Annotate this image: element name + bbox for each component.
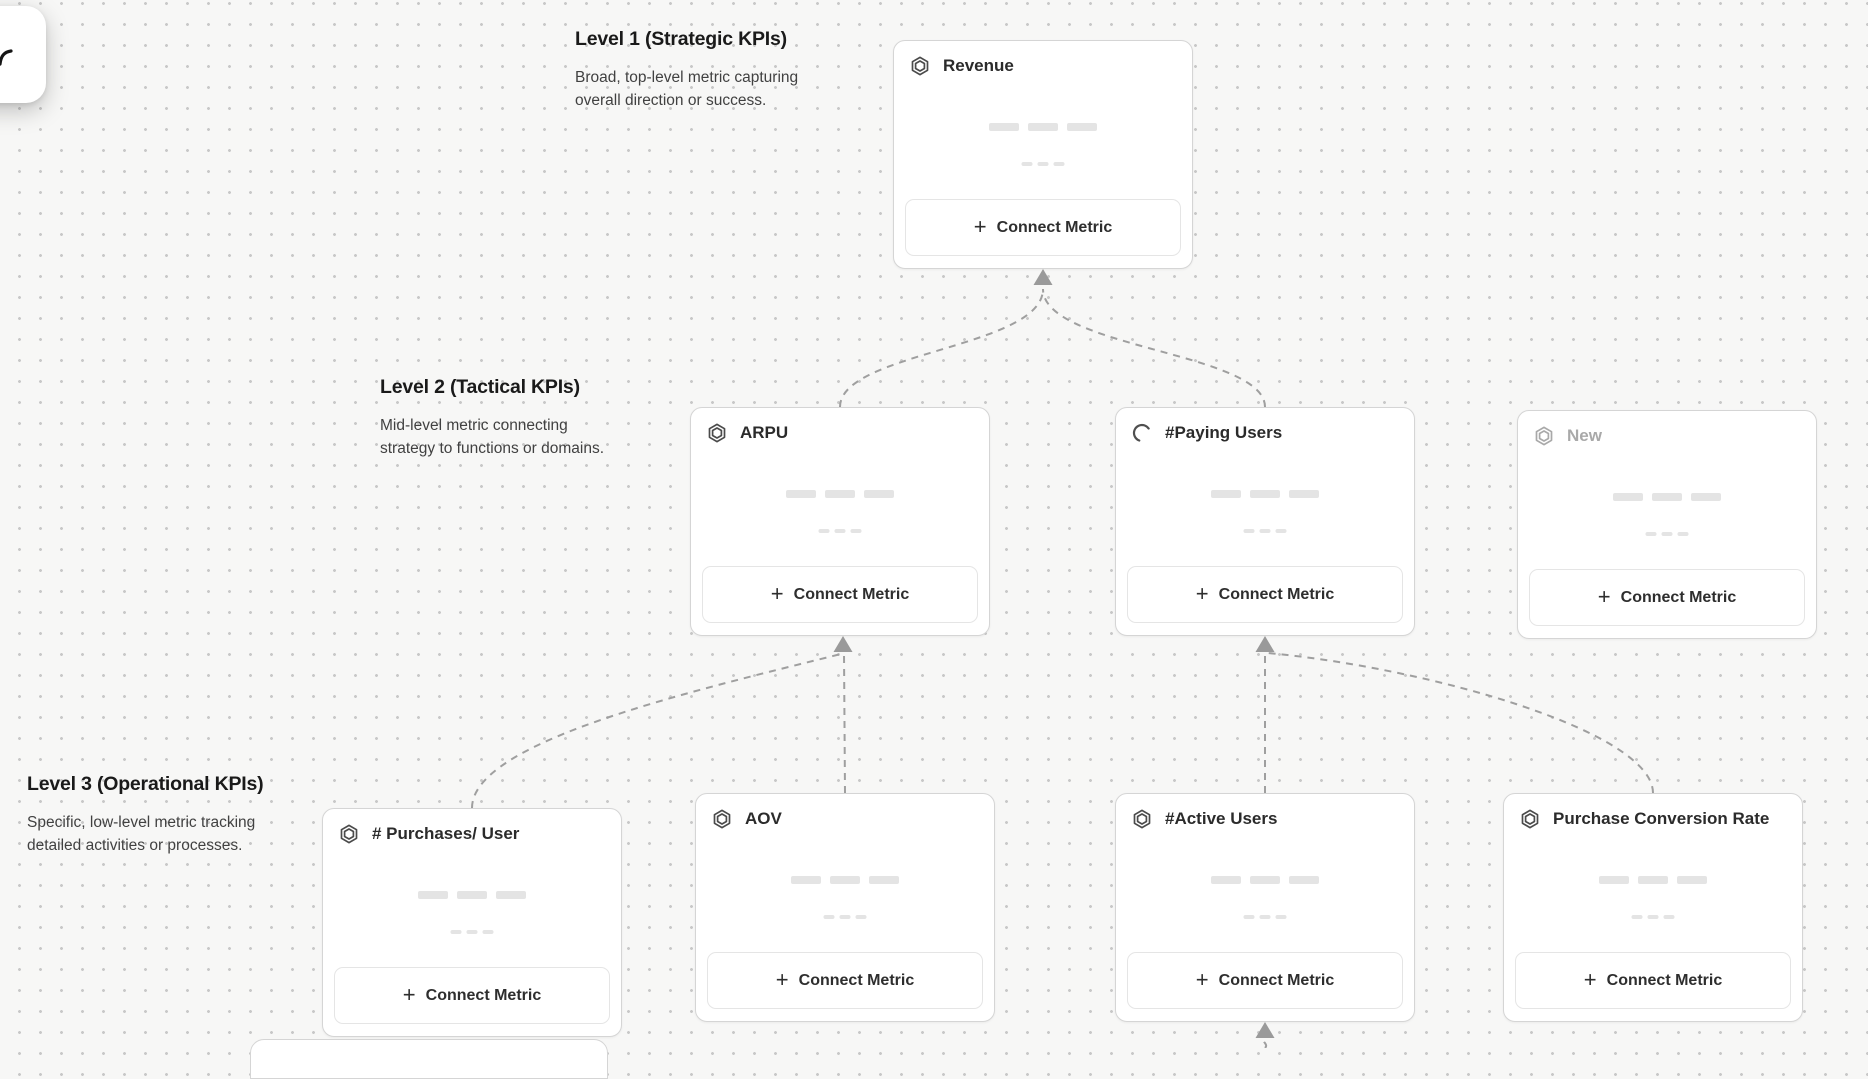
- plus-icon: +: [1195, 580, 1209, 606]
- connector-arpu-to-revenue: [839, 288, 1044, 408]
- skeleton-value-bars: [1211, 490, 1319, 498]
- level-3-label-block: Level 3 (Operational KPIs) Specific, low…: [27, 773, 285, 857]
- hexagon-metric-icon: [1534, 426, 1554, 446]
- hexagon-metric-icon: [1520, 809, 1540, 829]
- arrowhead-up-revenue: [1033, 269, 1053, 285]
- level-2-title: Level 2 (Tactical KPIs): [380, 376, 580, 398]
- skeleton-value-bars: [418, 891, 526, 899]
- skeleton-trend-dashes: [1631, 915, 1675, 919]
- metric-card-title: #Paying Users: [1165, 423, 1283, 442]
- skeleton-trend-dashes: [450, 930, 494, 934]
- metric-card-header: ARPU: [707, 423, 788, 443]
- skeleton-trend-dashes: [818, 529, 862, 533]
- connector-aov-to-arpu: [843, 652, 846, 794]
- connect-metric-button[interactable]: + Connect Metric: [1127, 566, 1403, 623]
- level-2-description: Mid-level metric connecting strategy to …: [380, 417, 605, 457]
- skeleton-trend-dashes: [823, 915, 867, 919]
- skeleton-trend-dashes: [1021, 162, 1065, 166]
- floating-toolbar-panel[interactable]: [0, 6, 46, 103]
- loading-spinner-icon: [1132, 423, 1152, 443]
- metric-card-revenue[interactable]: Revenue + Connect Metric: [893, 40, 1193, 269]
- plus-icon: +: [1583, 966, 1597, 992]
- metric-card-active-users[interactable]: #Active Users + Connect Metric: [1115, 793, 1415, 1022]
- plus-icon: +: [1597, 583, 1611, 609]
- metric-card-purchase-conversion-rate[interactable]: Purchase Conversion Rate + Connect Metri…: [1503, 793, 1803, 1022]
- skeleton-value-bars: [989, 123, 1097, 131]
- skeleton-trend-dashes: [1645, 532, 1689, 536]
- hexagon-metric-icon: [339, 824, 359, 844]
- connect-metric-button[interactable]: + Connect Metric: [1515, 952, 1791, 1009]
- connector-pcr-to-paying-users: [1267, 652, 1654, 794]
- connector-purchases-to-arpu: [471, 653, 842, 809]
- skeleton-value-bars: [1211, 876, 1319, 884]
- metric-card-title: AOV: [745, 809, 782, 828]
- skeleton-value-bars: [786, 490, 894, 498]
- skeleton-value-bars: [1613, 493, 1721, 501]
- skeleton-value-bars: [1599, 876, 1707, 884]
- metric-card-title: New: [1567, 426, 1602, 445]
- metric-card-new[interactable]: New + Connect Metric: [1517, 410, 1817, 639]
- connect-metric-button[interactable]: + Connect Metric: [707, 952, 983, 1009]
- plus-icon: +: [1195, 966, 1209, 992]
- level-3-description: Specific, low-level metric tracking deta…: [27, 814, 256, 854]
- metric-card-title: Purchase Conversion Rate: [1553, 809, 1770, 828]
- arrowhead-up-paying-users: [1255, 636, 1275, 652]
- plus-icon: +: [973, 213, 987, 239]
- plus-icon: +: [775, 966, 789, 992]
- metric-card-purchases-per-user[interactable]: # Purchases/ User + Connect Metric: [322, 808, 622, 1037]
- level-2-label-block: Level 2 (Tactical KPIs) Mid-level metric…: [380, 376, 623, 460]
- metric-card-paying-users[interactable]: #Paying Users + Connect Metric: [1115, 407, 1415, 636]
- metric-card-header: #Paying Users: [1132, 423, 1282, 443]
- partial-metric-card[interactable]: [250, 1039, 608, 1079]
- skeleton-trend-dashes: [1243, 915, 1287, 919]
- connect-metric-button[interactable]: + Connect Metric: [905, 199, 1181, 256]
- level-3-title: Level 3 (Operational KPIs): [27, 773, 264, 795]
- hexagon-metric-icon: [707, 423, 727, 443]
- connector-offscreen-to-active-users: [1262, 1038, 1268, 1048]
- connect-metric-button[interactable]: + Connect Metric: [1127, 952, 1403, 1009]
- metric-card-title: # Purchases/ User: [372, 824, 520, 843]
- metric-card-title: ARPU: [740, 423, 789, 442]
- connector-paying-users-to-revenue: [1042, 288, 1266, 408]
- connect-metric-button[interactable]: + Connect Metric: [1529, 569, 1805, 626]
- plus-icon: +: [402, 981, 416, 1007]
- arrowhead-up-active-users: [1255, 1022, 1275, 1038]
- metric-card-header: AOV: [712, 809, 782, 829]
- plus-icon: +: [770, 580, 784, 606]
- hexagon-metric-icon: [910, 56, 930, 76]
- connect-metric-button[interactable]: + Connect Metric: [334, 967, 610, 1024]
- metric-card-header: #Active Users: [1132, 809, 1277, 829]
- level-1-title: Level 1 (Strategic KPIs): [575, 28, 787, 50]
- metric-card-header: # Purchases/ User: [339, 824, 519, 844]
- connect-metric-button[interactable]: + Connect Metric: [702, 566, 978, 623]
- cursor-icon: [0, 46, 14, 73]
- arrowhead-up-arpu: [833, 636, 853, 652]
- metric-card-header: New: [1534, 426, 1602, 446]
- level-1-description: Broad, top-level metric capturing overal…: [575, 69, 799, 109]
- metric-card-header: Purchase Conversion Rate: [1520, 809, 1769, 829]
- metric-card-arpu[interactable]: ARPU + Connect Metric: [690, 407, 990, 636]
- metric-card-title: Revenue: [943, 56, 1014, 75]
- level-1-label-block: Level 1 (Strategic KPIs) Broad, top-leve…: [575, 28, 825, 112]
- skeleton-trend-dashes: [1243, 529, 1287, 533]
- hexagon-metric-icon: [1132, 809, 1152, 829]
- metric-card-aov[interactable]: AOV + Connect Metric: [695, 793, 995, 1022]
- skeleton-value-bars: [791, 876, 899, 884]
- hexagon-metric-icon: [712, 809, 732, 829]
- metric-card-header: Revenue: [910, 56, 1014, 76]
- metric-card-title: #Active Users: [1165, 809, 1278, 828]
